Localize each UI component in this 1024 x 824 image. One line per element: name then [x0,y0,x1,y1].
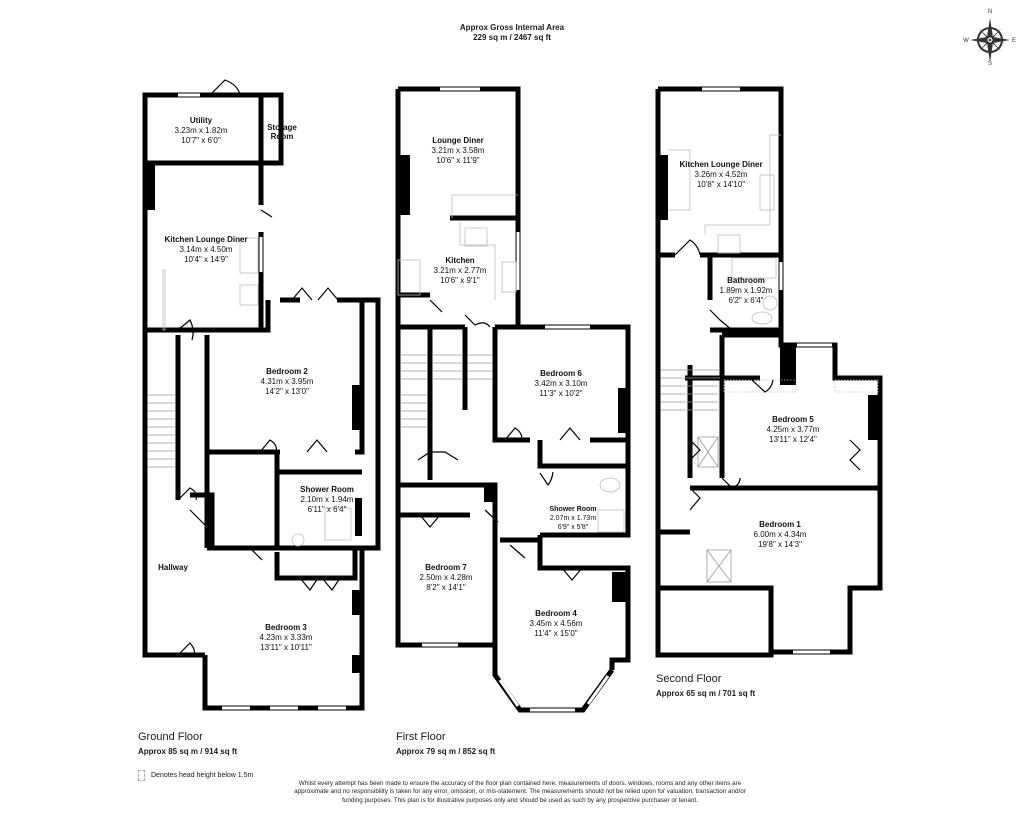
compass-rose-icon: N W E S [963,9,1016,66]
svg-text:10'4" x 14'9": 10'4" x 14'9" [184,255,228,264]
svg-text:Bedroom 5: Bedroom 5 [772,415,814,424]
second-floor-stairs [661,369,720,411]
svg-text:14'2" x 13'0": 14'2" x 13'0" [265,387,309,396]
first-floor-fixtures [397,194,625,533]
ground-floor-stairs [147,394,175,468]
ground-floor-title: Ground Floor [138,731,203,743]
svg-text:Bedroom 1: Bedroom 1 [759,520,801,529]
svg-text:2.10m x 1.94m: 2.10m x 1.94m [301,495,354,504]
svg-text:10'7" x 6'0": 10'7" x 6'0" [181,136,221,145]
svg-text:Storage: Storage [267,123,297,132]
ground-floor-windows [178,93,346,710]
ground-floor-area: Approx 85 sq m / 914 sq ft [138,747,238,756]
svg-text:3.42m x 3.10m: 3.42m x 3.10m [535,379,588,388]
svg-text:Bedroom 7: Bedroom 7 [425,563,467,572]
svg-text:4.25m x 3.77m: 4.25m x 3.77m [767,425,820,434]
svg-text:Hallway: Hallway [158,563,188,572]
svg-text:6'9" x 5'8": 6'9" x 5'8" [558,524,589,531]
svg-text:Utility: Utility [190,116,213,125]
svg-text:3.21m x 3.58m: 3.21m x 3.58m [432,146,485,155]
svg-text:3.26m x 4.52m: 3.26m x 4.52m [695,170,748,179]
svg-text:Shower Room: Shower Room [300,485,354,494]
second-floor-caption: Second Floor Approx 65 sq m / 701 sq ft [656,673,755,698]
first-floor-title: First Floor [396,731,446,743]
second-floor-area: Approx 65 sq m / 701 sq ft [656,689,756,698]
gia-value: 229 sq m / 2467 sq ft [473,33,551,42]
svg-text:Kitchen Lounge Diner: Kitchen Lounge Diner [164,235,247,244]
first-floor-chimneys [398,155,628,602]
svg-text:W: W [963,38,969,44]
first-floor-labels: Lounge Diner 3.21m x 3.58m 10'6" x 11'9"… [420,136,597,638]
second-floor-head-height-zones [723,379,879,393]
first-floor-windows [422,87,610,712]
svg-text:11'3" x 10'2": 11'3" x 10'2" [539,389,582,398]
disclaimer: Whilst every attempt has been made to en… [294,780,746,804]
second-floor-title: Second Floor [656,673,722,685]
first-floor-caption: First Floor Approx 79 sq m / 852 sq ft [396,731,495,756]
svg-text:13'11" x 10'11": 13'11" x 10'11" [260,643,312,652]
ground-floor-plan [142,92,381,711]
svg-text:3.21m x 2.77m: 3.21m x 2.77m [434,266,487,275]
second-floor-doors [674,239,861,511]
svg-text:19'8" x 14'3": 19'8" x 14'3" [758,540,802,549]
svg-text:2.07m x 1.73m: 2.07m x 1.73m [550,515,596,522]
svg-text:Shower Room: Shower Room [549,506,596,513]
svg-text:11'4" x 15'0": 11'4" x 15'0" [534,629,577,638]
svg-text:Bathroom: Bathroom [727,276,765,285]
ground-floor-chimneys [145,165,362,673]
svg-text:6'11" x 6'4": 6'11" x 6'4" [308,505,347,514]
svg-text:4.23m x 3.33m: 4.23m x 3.33m [260,633,313,642]
ground-floor-labels: Utility 3.23m x 1.82m 10'7" x 6'0" Stora… [158,116,354,652]
svg-text:8'2" x 14'1": 8'2" x 14'1" [426,583,466,592]
svg-text:Bedroom 4: Bedroom 4 [535,609,577,618]
first-floor-stairs [400,354,493,428]
svg-text:S: S [988,61,992,66]
gross-internal-area: Approx Gross Internal Area 229 sq m / 24… [0,23,1024,43]
ground-floor-doors [177,79,341,656]
svg-text:1.89m x 1.92m: 1.89m x 1.92m [720,286,773,295]
svg-text:Room: Room [271,132,294,141]
second-floor-labels: Kitchen Lounge Diner 3.26m x 4.52m 10'8"… [679,160,819,549]
first-floor-plan [395,86,631,713]
legend-text: Denotes head height below 1.5m [151,772,254,779]
svg-text:3.45m x 4.56m: 3.45m x 4.56m [530,619,583,628]
svg-text:Lounge Diner: Lounge Diner [432,136,484,145]
svg-text:6'2" x 6'4": 6'2" x 6'4" [729,296,764,305]
svg-text:10'6" x 9'1": 10'6" x 9'1" [440,276,480,285]
gia-title: Approx Gross Internal Area [459,23,565,32]
svg-text:N: N [988,9,992,15]
svg-text:Kitchen Lounge Diner: Kitchen Lounge Diner [679,160,762,169]
svg-text:3.23m x 1.82m: 3.23m x 1.82m [175,126,228,135]
svg-text:Bedroom 2: Bedroom 2 [266,367,308,376]
svg-text:10'8" x 14'10": 10'8" x 14'10" [697,180,745,189]
first-floor-area: Approx 79 sq m / 852 sq ft [396,747,496,756]
second-floor-chimneys [658,155,880,440]
svg-text:Bedroom 3: Bedroom 3 [265,623,307,632]
svg-text:6.00m x 4.34m: 6.00m x 4.34m [754,530,807,539]
second-floor-windows [702,87,832,654]
svg-text:Bedroom 6: Bedroom 6 [540,369,582,378]
svg-text:10'6" x 11'9": 10'6" x 11'9" [436,156,479,165]
second-floor-plan [655,86,883,658]
ground-floor-caption: Ground Floor Approx 85 sq m / 914 sq ft [138,731,237,756]
head-height-swatch-icon [138,770,145,781]
legend: Denotes head height below 1.5m [138,770,253,781]
svg-text:4.31m x 3.95m: 4.31m x 3.95m [261,377,314,386]
svg-text:3.14m x 4.50m: 3.14m x 4.50m [180,245,233,254]
ground-floor-fixtures [162,237,352,547]
first-floor-doors [417,299,583,581]
svg-text:Kitchen: Kitchen [445,256,474,265]
svg-text:E: E [1012,38,1016,44]
svg-text:2.50m x 4.28m: 2.50m x 4.28m [420,573,473,582]
svg-text:13'11" x 12'4": 13'11" x 12'4" [769,435,817,444]
